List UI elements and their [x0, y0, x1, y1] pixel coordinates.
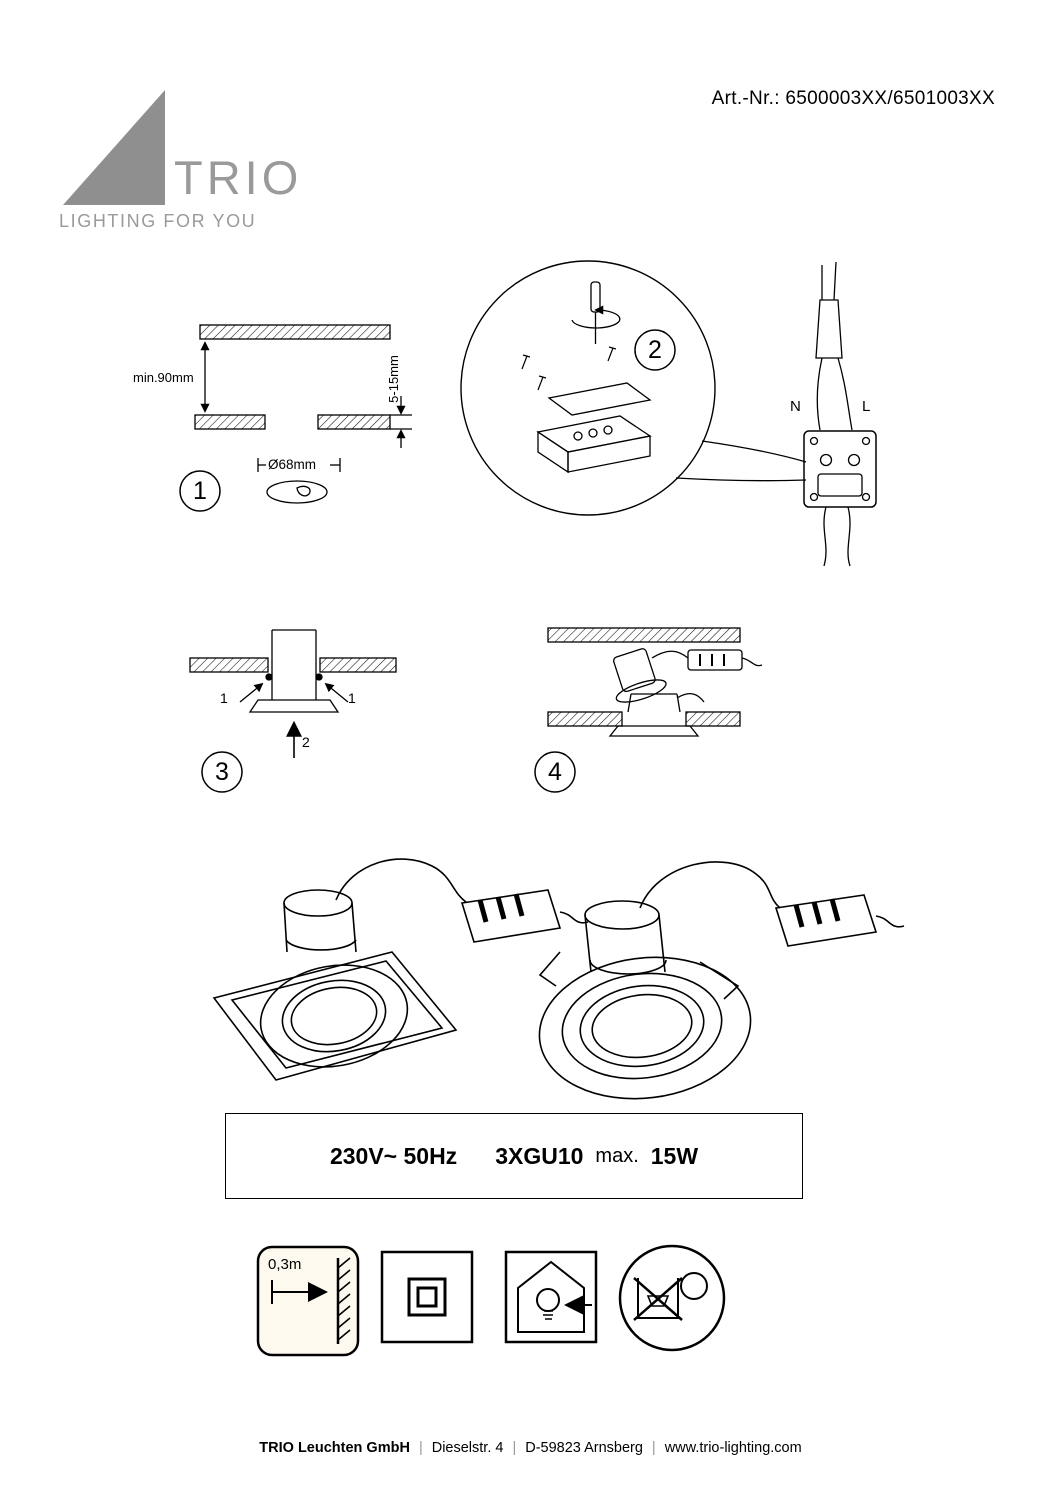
insert-callout: 2	[302, 734, 310, 750]
footer: TRIO Leuchten GmbH | Dieselstr. 4 | D-59823 …	[0, 1440, 1061, 1456]
icon-min-distance	[256, 1245, 360, 1357]
spec-lamp-socket: 3XGU10	[495, 1142, 584, 1169]
diagram-1-cutout	[179, 324, 412, 512]
diagram-4-mounted	[534, 627, 763, 793]
wire-label-neutral: N	[790, 398, 801, 415]
dim-panel-thickness: 5-15mm	[386, 355, 401, 403]
spec-max-label: max.	[595, 1144, 639, 1167]
spotlight-round-drawing	[538, 861, 905, 1100]
footer-separator: |	[512, 1440, 517, 1456]
footer-street: Dieselstr. 4	[431, 1440, 504, 1456]
article-number: Art.-Nr.: 6500003XX/6501003XX	[711, 88, 995, 109]
footer-website: www.trio-lighting.com	[664, 1440, 802, 1456]
spring-callout-left: 1	[220, 690, 228, 706]
step-number-3: 3	[215, 758, 229, 786]
step-number-4: 4	[548, 758, 562, 786]
footer-city: D-59823 Arnsberg	[525, 1440, 643, 1456]
step-number-1: 1	[193, 477, 207, 505]
dim-min-depth: min.90mm	[133, 370, 194, 385]
footer-separator: |	[651, 1440, 656, 1456]
diagram-3-insert	[189, 629, 397, 793]
footer-separator: |	[418, 1440, 423, 1456]
icon-no-insulation-cover	[618, 1244, 726, 1352]
spec-wattage: 15W	[650, 1142, 699, 1169]
footer-company: TRIO Leuchten GmbH	[259, 1440, 410, 1456]
spring-callout-right: 1	[348, 690, 356, 706]
diagram-2-cable-terminal	[803, 261, 877, 567]
spotlight-square-drawing	[212, 858, 589, 1081]
step-number-2: 2	[648, 336, 662, 364]
spec-voltage: 230V~ 50Hz	[329, 1142, 458, 1169]
min-distance-value: 0,3m	[268, 1256, 302, 1273]
logo-triangle	[63, 90, 165, 205]
logo-tagline: LIGHTING FOR YOU	[59, 211, 257, 231]
icon-class-2-insulation	[380, 1250, 474, 1344]
dim-hole-diameter: Ø68mm	[268, 457, 317, 472]
wire-label-live: L	[862, 398, 871, 415]
logo-wordmark: TRIO	[174, 151, 303, 204]
diagram-2-junction	[460, 260, 807, 516]
electrical-spec-box: 230V~ 50Hz 3XGU10 max. 15W	[225, 1113, 803, 1199]
icon-indoor-use	[504, 1250, 598, 1344]
